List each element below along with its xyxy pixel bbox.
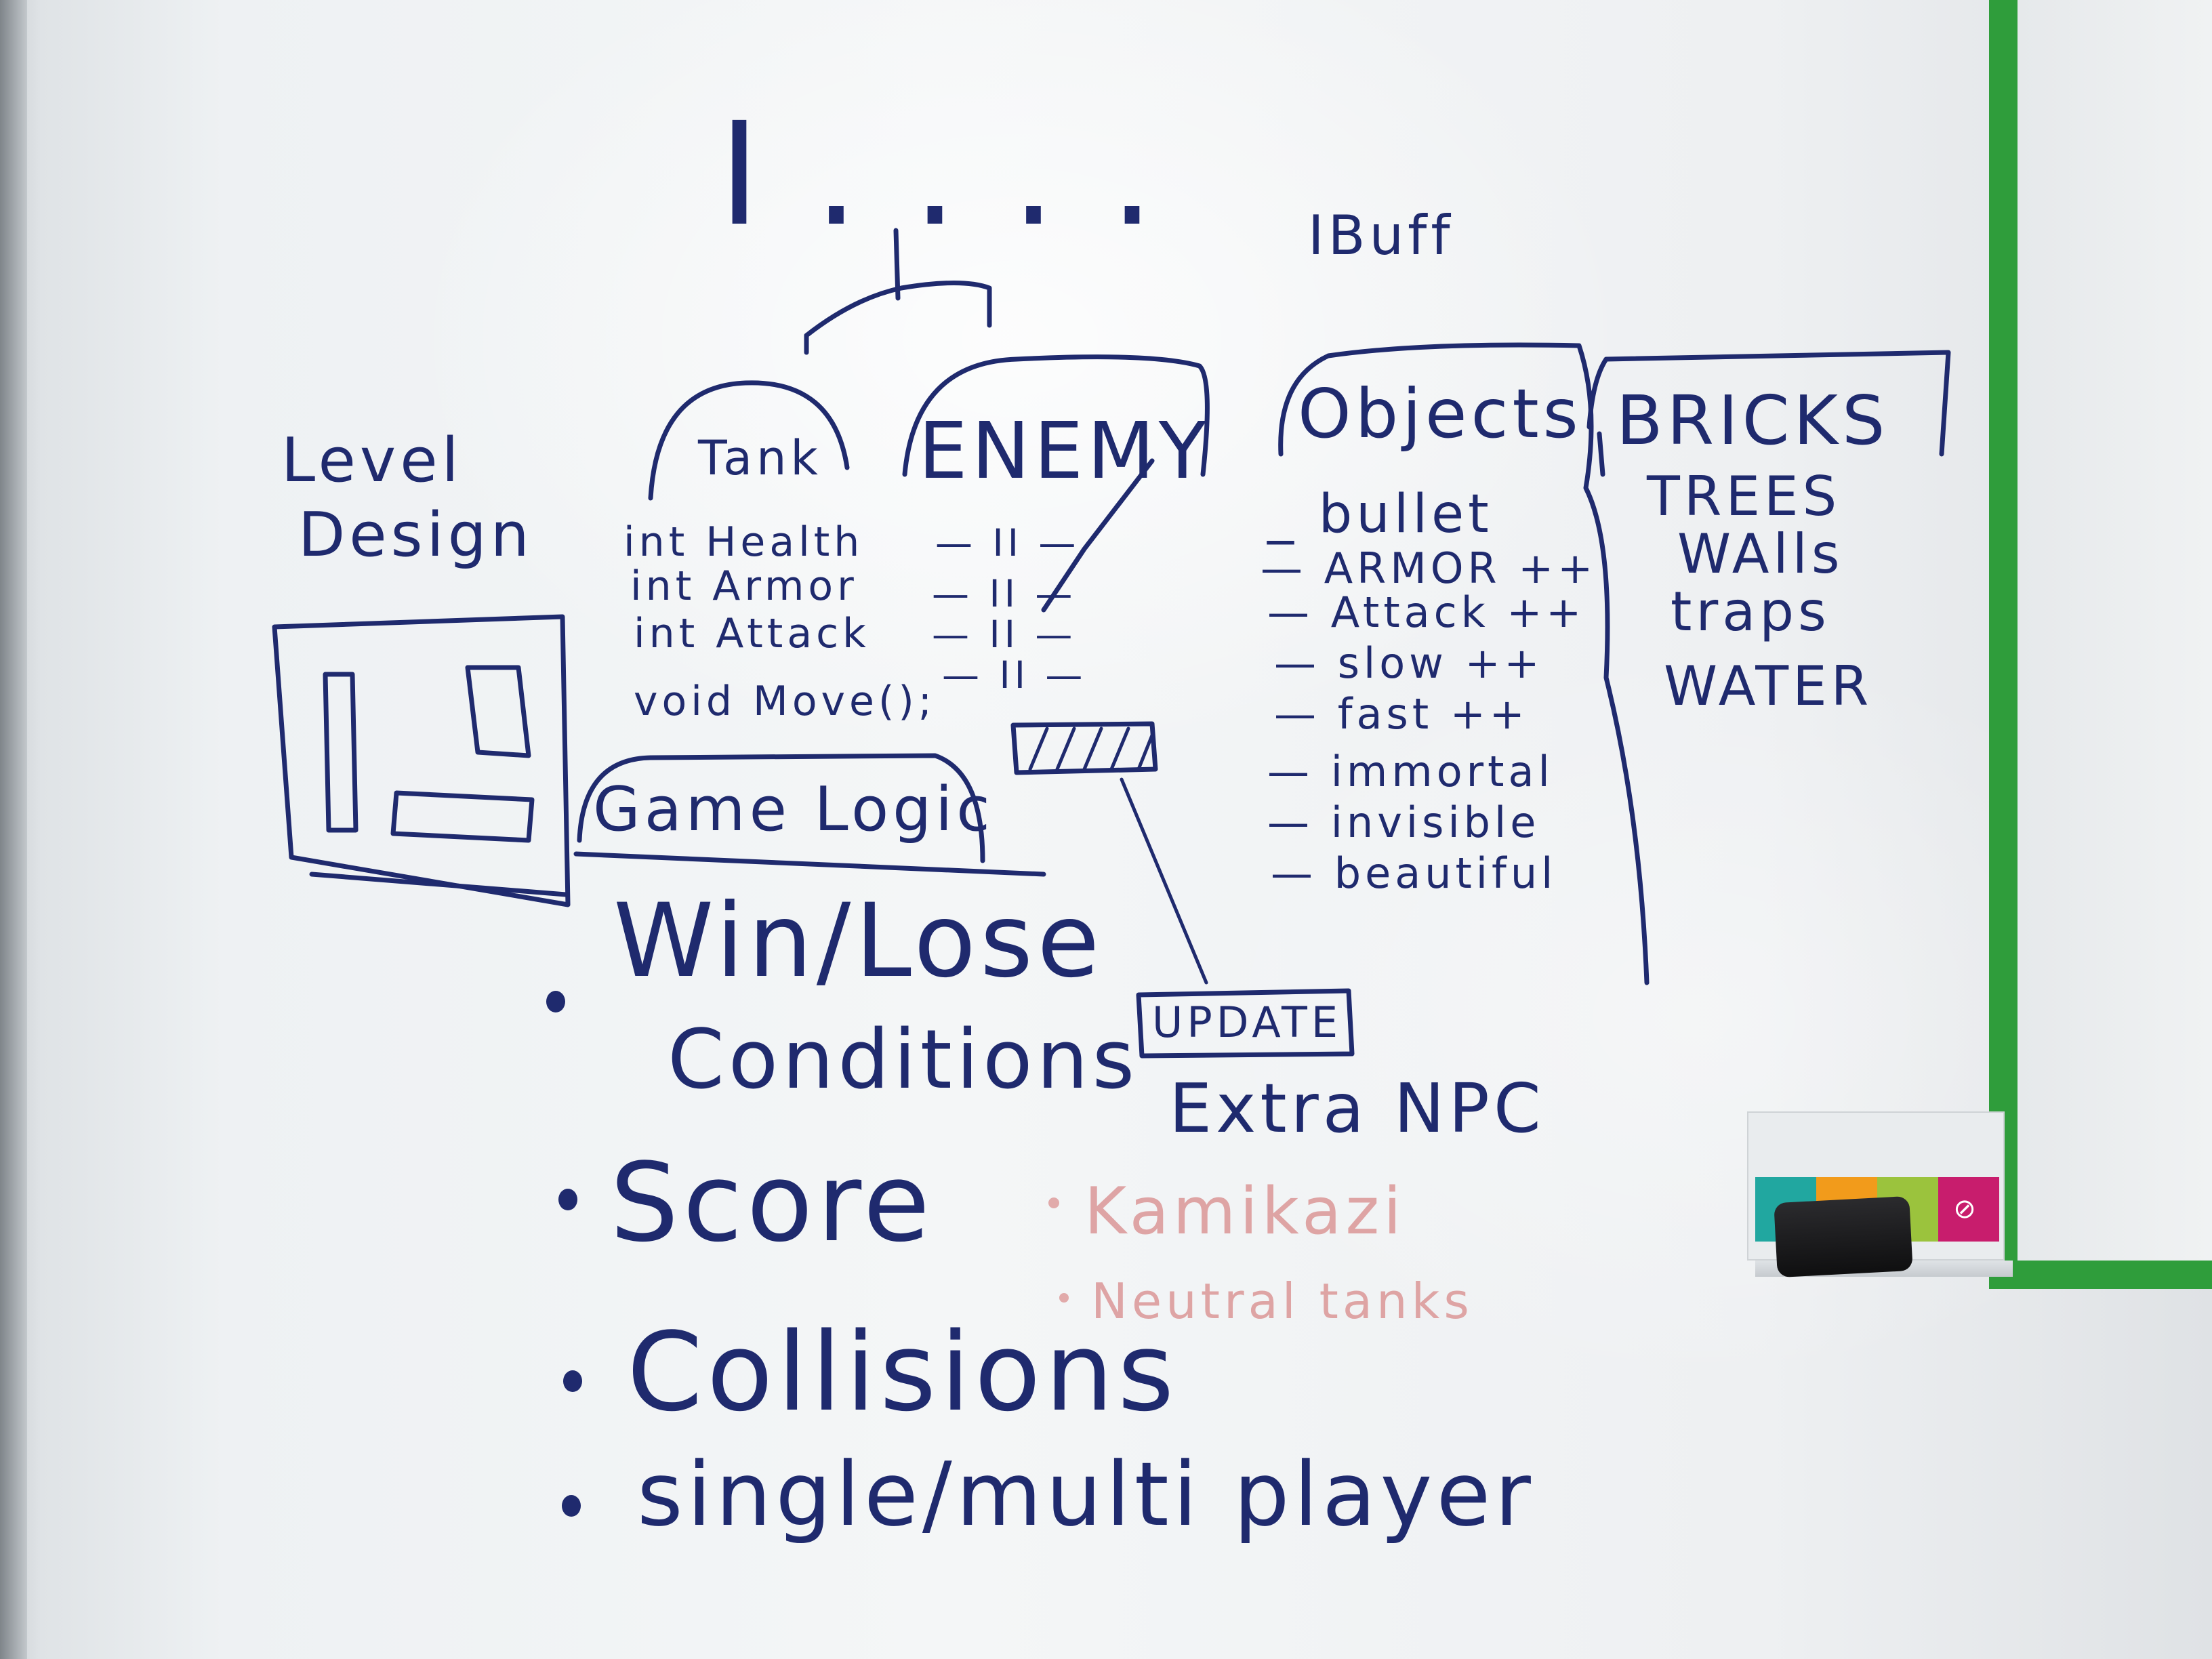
level-design-line2: Design xyxy=(298,499,533,571)
green-tape-vertical xyxy=(1989,0,2018,1274)
enemy-field-mark-3: — II — xyxy=(932,613,1076,656)
wall-background xyxy=(2020,0,2212,1261)
bricks-item-walls: WAlls xyxy=(1677,523,1844,586)
red-note-kamikazi: Kamikazi xyxy=(1084,1174,1406,1249)
enemy-header-arc xyxy=(902,354,1210,477)
bricks-item-water: WATER xyxy=(1664,655,1872,718)
bricks-item-trees: TREES xyxy=(1646,465,1841,528)
green-tape-horizontal xyxy=(1989,1261,2212,1289)
tank-title: Tank xyxy=(697,430,822,486)
update-connector xyxy=(1120,777,1208,985)
hierarchy-connector xyxy=(804,228,992,338)
extra-npc-label: Extra NPC xyxy=(1169,1069,1545,1148)
objects-item-fast: — fast ++ xyxy=(1274,689,1529,739)
update-label: UPDATE xyxy=(1152,998,1342,1047)
enemy-field-mark-4: — II — xyxy=(942,653,1086,697)
objects-item-beautiful: — beautiful xyxy=(1271,848,1557,898)
tank-field-move: void Move(); xyxy=(634,678,936,725)
objects-item-attack: — Attack ++ xyxy=(1267,588,1585,637)
bricks-title: BRICKS xyxy=(1616,381,1889,460)
game-logic-title: Game Logic xyxy=(593,774,994,845)
red-bullet-neutral xyxy=(1059,1293,1069,1303)
bullet-dot-win-lose xyxy=(546,991,565,1012)
player-mode-label: single/multi player xyxy=(637,1443,1535,1546)
objects-item-immortal: — immortal xyxy=(1267,747,1554,796)
enemy-field-mark-1: — II — xyxy=(935,521,1080,565)
board-left-edge xyxy=(0,0,27,1659)
tank-field-health: int Health xyxy=(623,518,863,566)
enemy-field-mark-2: — II — xyxy=(932,572,1076,615)
whiteboard-eraser[interactable] xyxy=(1774,1195,1913,1278)
red-note-neutral-tanks: Neutral tanks xyxy=(1091,1273,1473,1330)
objects-bracket xyxy=(1278,342,1650,985)
tank-header-arc xyxy=(648,380,850,501)
tank-field-attack: int Attack xyxy=(634,610,870,657)
ibuff-label: IBuff xyxy=(1308,204,1454,267)
objects-item-bullet: _ bullet xyxy=(1267,484,1493,545)
bricks-bracket xyxy=(1586,350,1951,477)
update-box xyxy=(1136,988,1355,1059)
bricks-item-traps: traps xyxy=(1671,580,1830,643)
level-design-sketch xyxy=(272,614,571,907)
objects-title: Objects xyxy=(1298,374,1582,453)
root-interface: I . . . . xyxy=(718,91,1159,258)
no-entry-icon: ⊘ xyxy=(1953,1193,1976,1225)
bullet-dot-score xyxy=(558,1189,577,1210)
level-design-line1: Level xyxy=(281,425,463,496)
color-cell-magenta xyxy=(1938,1177,1999,1242)
collisions-label: Collisions xyxy=(627,1309,1178,1435)
game-logic-bracket xyxy=(573,753,1046,877)
objects-item-armor: — ARMOR ++ xyxy=(1261,544,1597,593)
bullet-dot-collisions xyxy=(563,1370,582,1392)
score-label: Score xyxy=(610,1139,934,1266)
conditions-label: Conditions xyxy=(668,1013,1139,1107)
hatched-box xyxy=(1010,721,1158,775)
bullet-dot-player xyxy=(562,1495,581,1517)
win-lose-label: Win/Lose xyxy=(613,882,1103,1000)
enemy-title: ENEMY xyxy=(918,406,1210,497)
red-bullet-kamikazi xyxy=(1048,1197,1059,1208)
objects-item-slow: — slow ++ xyxy=(1274,638,1543,688)
objects-item-invisible: — invisible xyxy=(1267,798,1540,847)
tank-field-armor: int Armor xyxy=(630,562,858,610)
